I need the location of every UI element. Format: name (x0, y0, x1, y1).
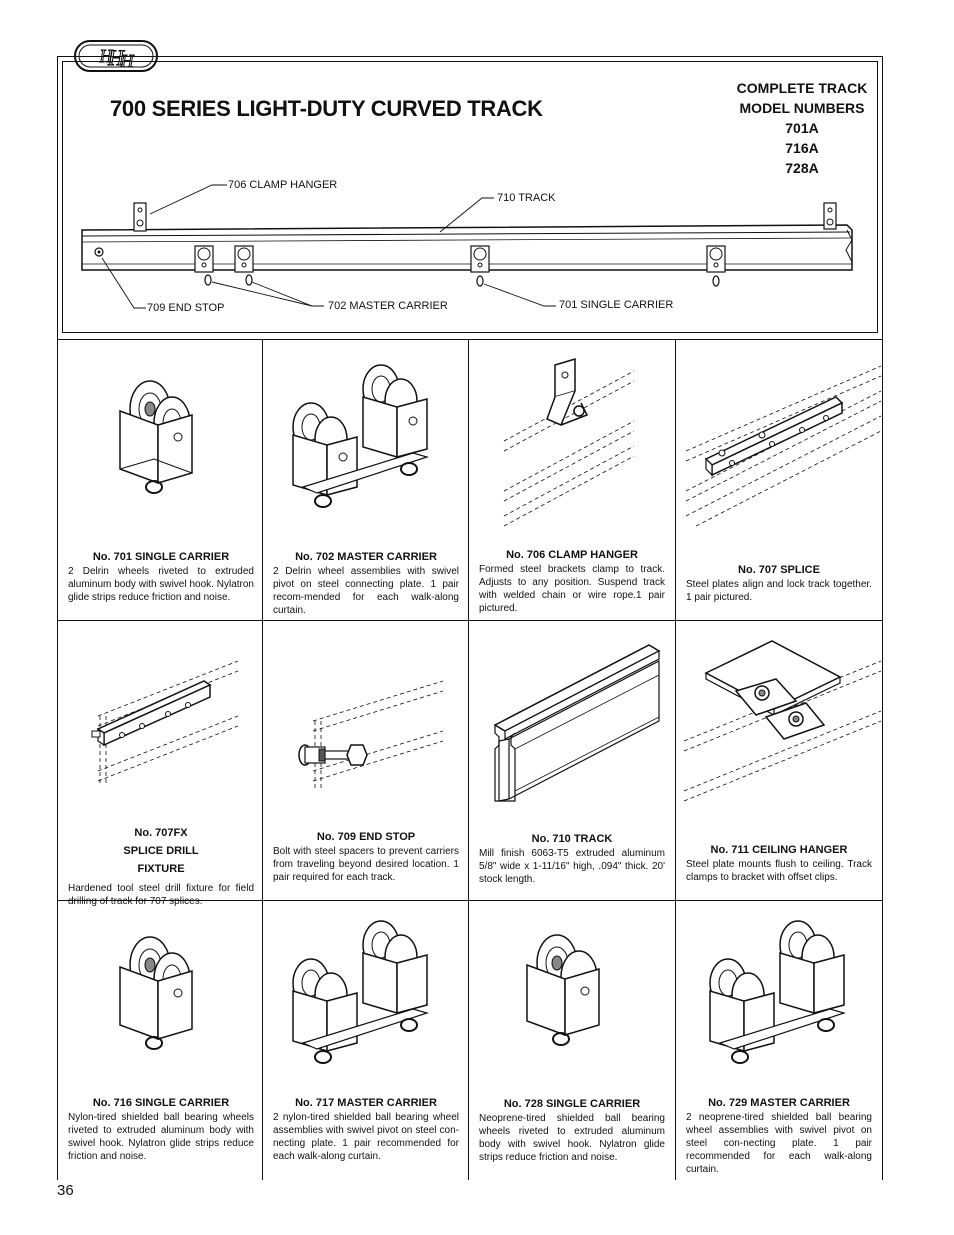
product-description: 2 neoprene-tired shielded ball bearing w… (686, 1112, 872, 1175)
header-frame (57, 56, 883, 340)
page-number: 36 (57, 1182, 74, 1199)
clamp-hanger-left (133, 202, 147, 232)
product-caption: No. 702 MASTER CARRIER 2 Delrin wheel as… (273, 550, 459, 617)
product-729: No. 729 MASTER CARRIER 2 neoprene-tired … (676, 901, 882, 1181)
product-caption: No. 710 TRACK Mill finish 6063-T5 extrud… (479, 832, 665, 886)
product-702: No. 702 MASTER CARRIER 2 Delrin wheel as… (263, 341, 469, 621)
product-caption: No. 706 CLAMP HANGER Formed steel bracke… (479, 548, 665, 615)
callout-end-stop: 709 END STOP (147, 302, 225, 314)
single-carrier-illustration (119, 936, 193, 1050)
callout-single-carrier: 701 SINGLE CARRIER (559, 299, 674, 311)
single-carrier-illustration (119, 380, 193, 494)
ceiling-hanger-illustration (683, 640, 882, 802)
product-707: No. 707 SPLICE Steel plates align and lo… (676, 341, 882, 621)
single-carrier-b (706, 245, 726, 287)
product-description: Mill finish 6063-T5 extruded aluminum 5/… (479, 848, 665, 885)
splice-illustration (685, 365, 882, 527)
drill-fixture-illustration (91, 660, 239, 786)
product-name: No. 717 MASTER CARRIER (295, 1097, 437, 1109)
models-heading-line-2: MODEL NUMBERS (739, 100, 865, 116)
product-707fx: No. 707FX SPLICE DRILL FIXTURE Hardened … (58, 621, 264, 907)
product-706: No. 706 CLAMP HANGER Formed steel bracke… (469, 341, 675, 621)
page-title: 700 SERIES LIGHT-DUTY CURVED TRACK (110, 96, 543, 121)
grid-line-v0 (57, 340, 58, 1180)
model-numbers: COMPLETE TRACK MODEL NUMBERS 701A 716A 7… (722, 78, 882, 178)
master-carrier-illustration (292, 364, 430, 508)
grid-line-v4 (882, 340, 883, 1180)
product-name: No. 701 SINGLE CARRIER (92, 551, 230, 563)
track-assembly-diagram (81, 184, 853, 309)
product-description: 2 nylon-tired shielded ball bearing whee… (273, 1112, 459, 1162)
product-728: No. 728 SINGLE CARRIER Neoprene-tired sh… (469, 901, 675, 1181)
product-description: Formed steel brackets clamp to track. Ad… (479, 564, 665, 614)
model-716a: 716A (785, 140, 819, 156)
product-name: No. 711 CEILING HANGER (710, 844, 848, 856)
product-description: Steel plate mounts flush to ceiling. Tra… (686, 859, 872, 883)
master-carrier-illustration (709, 920, 847, 1064)
product-caption: No. 711 CEILING HANGER Steel plate mount… (686, 843, 872, 884)
header-frame-inner (62, 61, 878, 333)
product-caption: No. 729 MASTER CARRIER 2 neoprene-tired … (686, 1096, 872, 1176)
model-701a: 701A (785, 120, 819, 136)
track-illustration (493, 644, 661, 802)
grid-line-h2 (57, 900, 883, 901)
end-stop-illustration (298, 680, 444, 791)
product-caption: No. 701 SINGLE CARRIER 2 Delrin wheels r… (68, 550, 254, 604)
product-description: Neoprene-tired shielded ball bearing whe… (479, 1113, 665, 1163)
product-description: 2 Delrin wheel assemblies with swivel pi… (273, 566, 459, 616)
clamp-hanger-right (823, 202, 837, 230)
product-description: Hardened tool steel drill fixture for fi… (68, 883, 254, 907)
product-description: Nylon-tired shielded ball bearing wheels… (68, 1112, 254, 1162)
product-716: No. 716 SINGLE CARRIER Nylon-tired shiel… (58, 901, 264, 1181)
product-701: No. 701 SINGLE CARRIER 2 Delrin wheels r… (58, 341, 264, 621)
grid-line-v2 (468, 340, 469, 1180)
product-name: No. 729 MASTER CARRIER (708, 1097, 850, 1109)
single-carrier-a (470, 245, 490, 287)
product-name: No. 706 CLAMP HANGER (506, 549, 638, 561)
single-carrier-illustration (526, 934, 600, 1046)
callout-track: 710 TRACK (497, 192, 556, 204)
master-carrier-b (234, 245, 254, 286)
product-description: Bolt with steel spacers to prevent carri… (273, 846, 459, 883)
product-caption: No. 709 END STOP Bolt with steel spacers… (273, 830, 459, 884)
model-728a: 728A (785, 160, 819, 176)
product-description: Steel plates align and lock track togeth… (686, 579, 872, 603)
product-711: No. 711 CEILING HANGER Steel plate mount… (676, 621, 882, 901)
product-709: No. 709 END STOP Bolt with steel spacers… (263, 621, 469, 901)
grid-line-v1 (262, 340, 263, 1180)
product-caption: No. 707FX SPLICE DRILL FIXTURE Hardened … (68, 824, 254, 908)
clamp-hanger-illustration (503, 357, 635, 527)
product-name: No. 709 END STOP (316, 831, 416, 843)
product-name: No. 702 MASTER CARRIER (295, 551, 437, 563)
product-name: No. 716 SINGLE CARRIER (92, 1097, 230, 1109)
callout-clamp-hanger: 706 CLAMP HANGER (228, 179, 338, 191)
product-name: No. 707 SPLICE (738, 564, 820, 576)
grid-line-v3 (675, 340, 676, 1180)
product-description: 2 Delrin wheels riveted to extruded alum… (68, 566, 254, 603)
models-heading-line-1: COMPLETE TRACK (736, 80, 868, 96)
product-name: No. 728 SINGLE CARRIER (503, 1098, 641, 1110)
product-710: No. 710 TRACK Mill finish 6063-T5 extrud… (469, 621, 675, 901)
product-caption: No. 717 MASTER CARRIER 2 nylon-tired shi… (273, 1096, 459, 1163)
product-caption: No. 707 SPLICE Steel plates align and lo… (686, 563, 872, 604)
product-717: No. 717 MASTER CARRIER 2 nylon-tired shi… (263, 901, 469, 1181)
master-carrier-illustration (292, 920, 430, 1064)
master-carrier-a (194, 245, 214, 286)
product-name: No. 710 TRACK (531, 833, 613, 845)
svg-text:H: H (107, 45, 125, 70)
product-name: No. 707FX SPLICE DRILL FIXTURE (123, 827, 199, 875)
product-caption: No. 716 SINGLE CARRIER Nylon-tired shiel… (68, 1096, 254, 1163)
grid-line-h1 (57, 620, 883, 621)
callout-master-carrier: 702 MASTER CARRIER (328, 300, 448, 312)
product-caption: No. 728 SINGLE CARRIER Neoprene-tired sh… (479, 1097, 665, 1164)
